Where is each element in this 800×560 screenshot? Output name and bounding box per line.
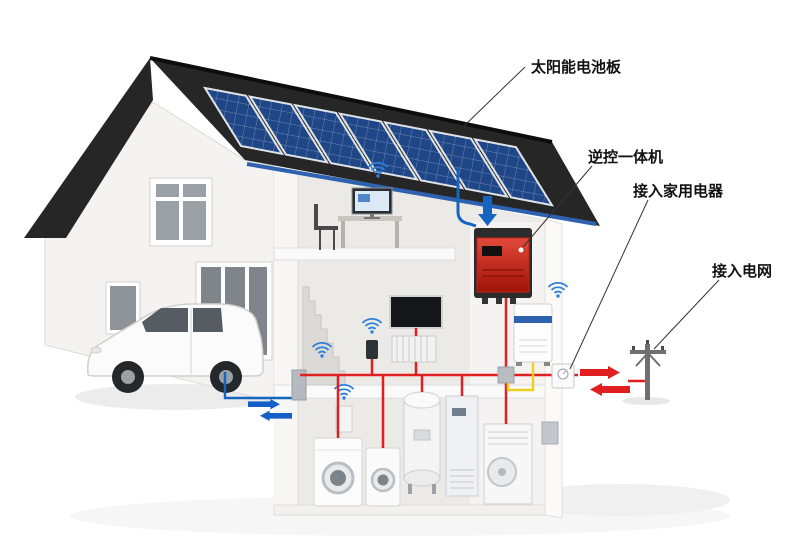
grid-arrow-right (580, 366, 620, 379)
smart-wall-device (335, 405, 353, 433)
battery-wire-yellow (506, 362, 535, 392)
boiler (445, 395, 479, 497)
tablet (366, 340, 378, 359)
label-grid: 接入电网 (712, 262, 772, 280)
tv (389, 295, 443, 329)
pointer-line-solar-panel (462, 66, 526, 128)
callouts: 太阳能电池板 逆控一体机 接入家用电器 接入电网 (462, 58, 772, 370)
inverter-display (482, 246, 502, 256)
car-windshield (142, 308, 188, 332)
basement-floor (273, 504, 546, 516)
ev-charger-box (291, 369, 307, 401)
basement-appliances (313, 383, 533, 507)
grid-exchange-arrows (580, 366, 630, 396)
ac-outdoor-unit (483, 423, 533, 505)
label-solar-panel: 太阳能电池板 (531, 58, 622, 76)
grid-arrow-left (590, 383, 630, 396)
car-headlight (90, 346, 102, 354)
solar-panel-grid-overlay (205, 88, 552, 206)
roof-rake (24, 58, 153, 238)
wall-box (541, 421, 559, 445)
staircase (302, 286, 346, 386)
side-window (105, 281, 141, 335)
electric-meter (551, 363, 575, 389)
water-heater (403, 391, 441, 494)
attic-floor-slab (273, 247, 456, 261)
label-appliances: 接入家用电器 (633, 182, 724, 200)
chair-back (314, 204, 318, 230)
ev-cable (223, 372, 294, 400)
attic-workstation (314, 161, 402, 250)
pointer-line-appliances (569, 199, 649, 370)
pointer-line-inverter (522, 165, 593, 248)
car-window (193, 308, 223, 332)
battery-cabinet (513, 281, 569, 366)
junction-box (497, 366, 515, 384)
power-wiring-red (300, 298, 646, 448)
radiator (391, 335, 437, 363)
chair-seat (314, 226, 338, 230)
pointer-line-grid (653, 279, 720, 350)
solar-dc-cable (456, 168, 497, 228)
ev-charging (223, 369, 307, 421)
inverter (474, 228, 532, 304)
roof-eave-strip (246, 162, 597, 226)
down-arrow-icon (478, 196, 497, 226)
utility-pole (630, 340, 666, 400)
label-inverter: 逆控一体机 (588, 148, 663, 166)
roof-ridge (149, 56, 553, 144)
gable-window (149, 177, 213, 247)
living-room (361, 295, 443, 363)
